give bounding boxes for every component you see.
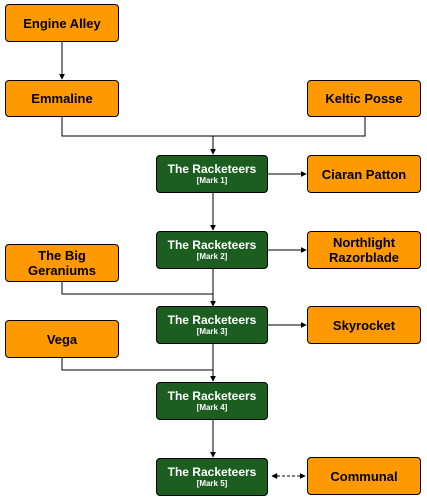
node-mark-label: [Mark 1] [196, 176, 228, 185]
node-label: The Racketeers [167, 162, 257, 176]
edge-vega-join [61, 358, 213, 371]
node-racketeers-mark-5: The Racketeers [Mark 5] [156, 458, 268, 496]
edge-emmaline-keltic-merge [61, 117, 366, 137]
node-racketeers-mark-3: The Racketeers [Mark 3] [156, 306, 268, 344]
node-engine-alley: Engine Alley [5, 4, 119, 42]
node-label: Northlight Razorblade [328, 235, 400, 265]
node-label: Vega [46, 331, 78, 347]
node-label: Ciaran Patton [321, 166, 407, 182]
node-northlight-razorblade: Northlight Razorblade [307, 231, 421, 269]
node-label: Communal [330, 468, 398, 484]
node-label: Keltic Posse [325, 91, 403, 106]
node-ciaran-patton: Ciaran Patton [307, 155, 421, 193]
node-skyrocket: Skyrocket [307, 306, 421, 344]
node-keltic-posse: Keltic Posse [307, 80, 421, 117]
node-label: Engine Alley [23, 15, 101, 31]
edge-big-geraniums-join [61, 282, 213, 295]
node-label: Emmaline [31, 91, 93, 106]
node-label: The Racketeers [167, 465, 257, 479]
node-the-big-geraniums: The Big Geraniums [5, 244, 119, 282]
node-label: The Racketeers [167, 238, 257, 252]
node-label: Skyrocket [332, 317, 396, 333]
node-label: The Big Geraniums [28, 248, 96, 278]
node-mark-label: [Mark 5] [196, 479, 228, 488]
node-label: The Racketeers [167, 389, 257, 403]
node-mark-label: [Mark 4] [196, 403, 228, 412]
node-communal: Communal [307, 457, 421, 495]
node-racketeers-mark-1: The Racketeers [Mark 1] [156, 155, 268, 193]
node-emmaline: Emmaline [5, 80, 119, 117]
node-label: The Racketeers [167, 313, 257, 327]
node-mark-label: [Mark 3] [196, 327, 228, 336]
node-racketeers-mark-2: The Racketeers [Mark 2] [156, 231, 268, 269]
node-racketeers-mark-4: The Racketeers [Mark 4] [156, 382, 268, 420]
node-mark-label: [Mark 2] [196, 252, 228, 261]
node-vega: Vega [5, 320, 119, 358]
